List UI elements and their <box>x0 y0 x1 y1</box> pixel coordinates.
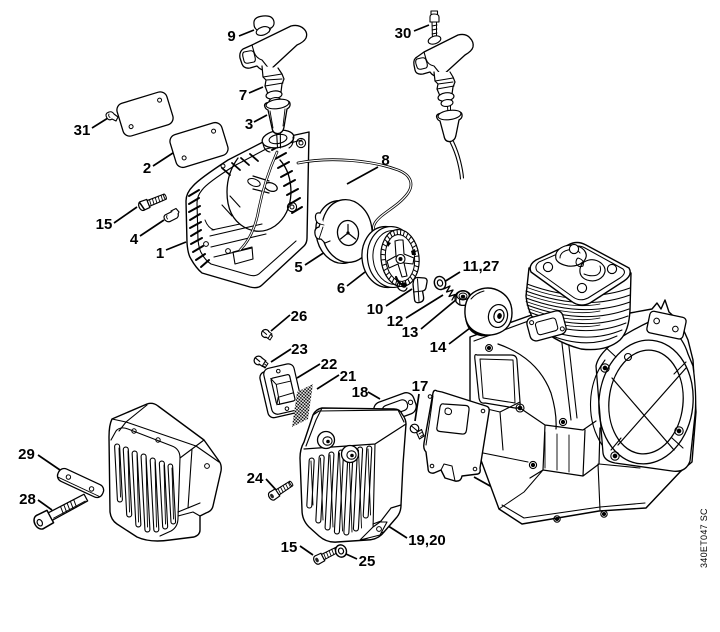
svg-text:28: 28 <box>19 491 36 508</box>
svg-text:26: 26 <box>291 308 308 325</box>
svg-text:8: 8 <box>381 152 389 169</box>
svg-text:10: 10 <box>367 301 384 318</box>
svg-text:1: 1 <box>156 245 164 262</box>
svg-text:17: 17 <box>412 378 429 395</box>
svg-text:6: 6 <box>337 280 345 297</box>
svg-text:7: 7 <box>239 87 247 104</box>
svg-text:12: 12 <box>387 313 404 330</box>
svg-text:22: 22 <box>321 356 338 373</box>
svg-text:3: 3 <box>245 116 253 133</box>
svg-text:24: 24 <box>247 470 264 487</box>
svg-text:15: 15 <box>281 539 298 556</box>
svg-text:23: 23 <box>291 341 308 358</box>
svg-text:31: 31 <box>74 122 91 139</box>
svg-text:29: 29 <box>18 446 35 463</box>
svg-text:13: 13 <box>402 324 419 341</box>
svg-text:30: 30 <box>395 25 412 42</box>
svg-text:9: 9 <box>227 28 235 45</box>
svg-text:2: 2 <box>143 160 151 177</box>
svg-text:19,20: 19,20 <box>408 532 446 549</box>
svg-text:15: 15 <box>96 216 113 233</box>
svg-text:5: 5 <box>294 259 302 276</box>
svg-text:25: 25 <box>359 553 376 570</box>
svg-text:14: 14 <box>430 339 447 356</box>
svg-text:21: 21 <box>340 368 357 385</box>
svg-text:4: 4 <box>130 231 139 248</box>
svg-text:11,27: 11,27 <box>463 258 500 275</box>
svg-text:340ET047 SC: 340ET047 SC <box>699 508 709 568</box>
svg-text:18: 18 <box>352 384 369 401</box>
